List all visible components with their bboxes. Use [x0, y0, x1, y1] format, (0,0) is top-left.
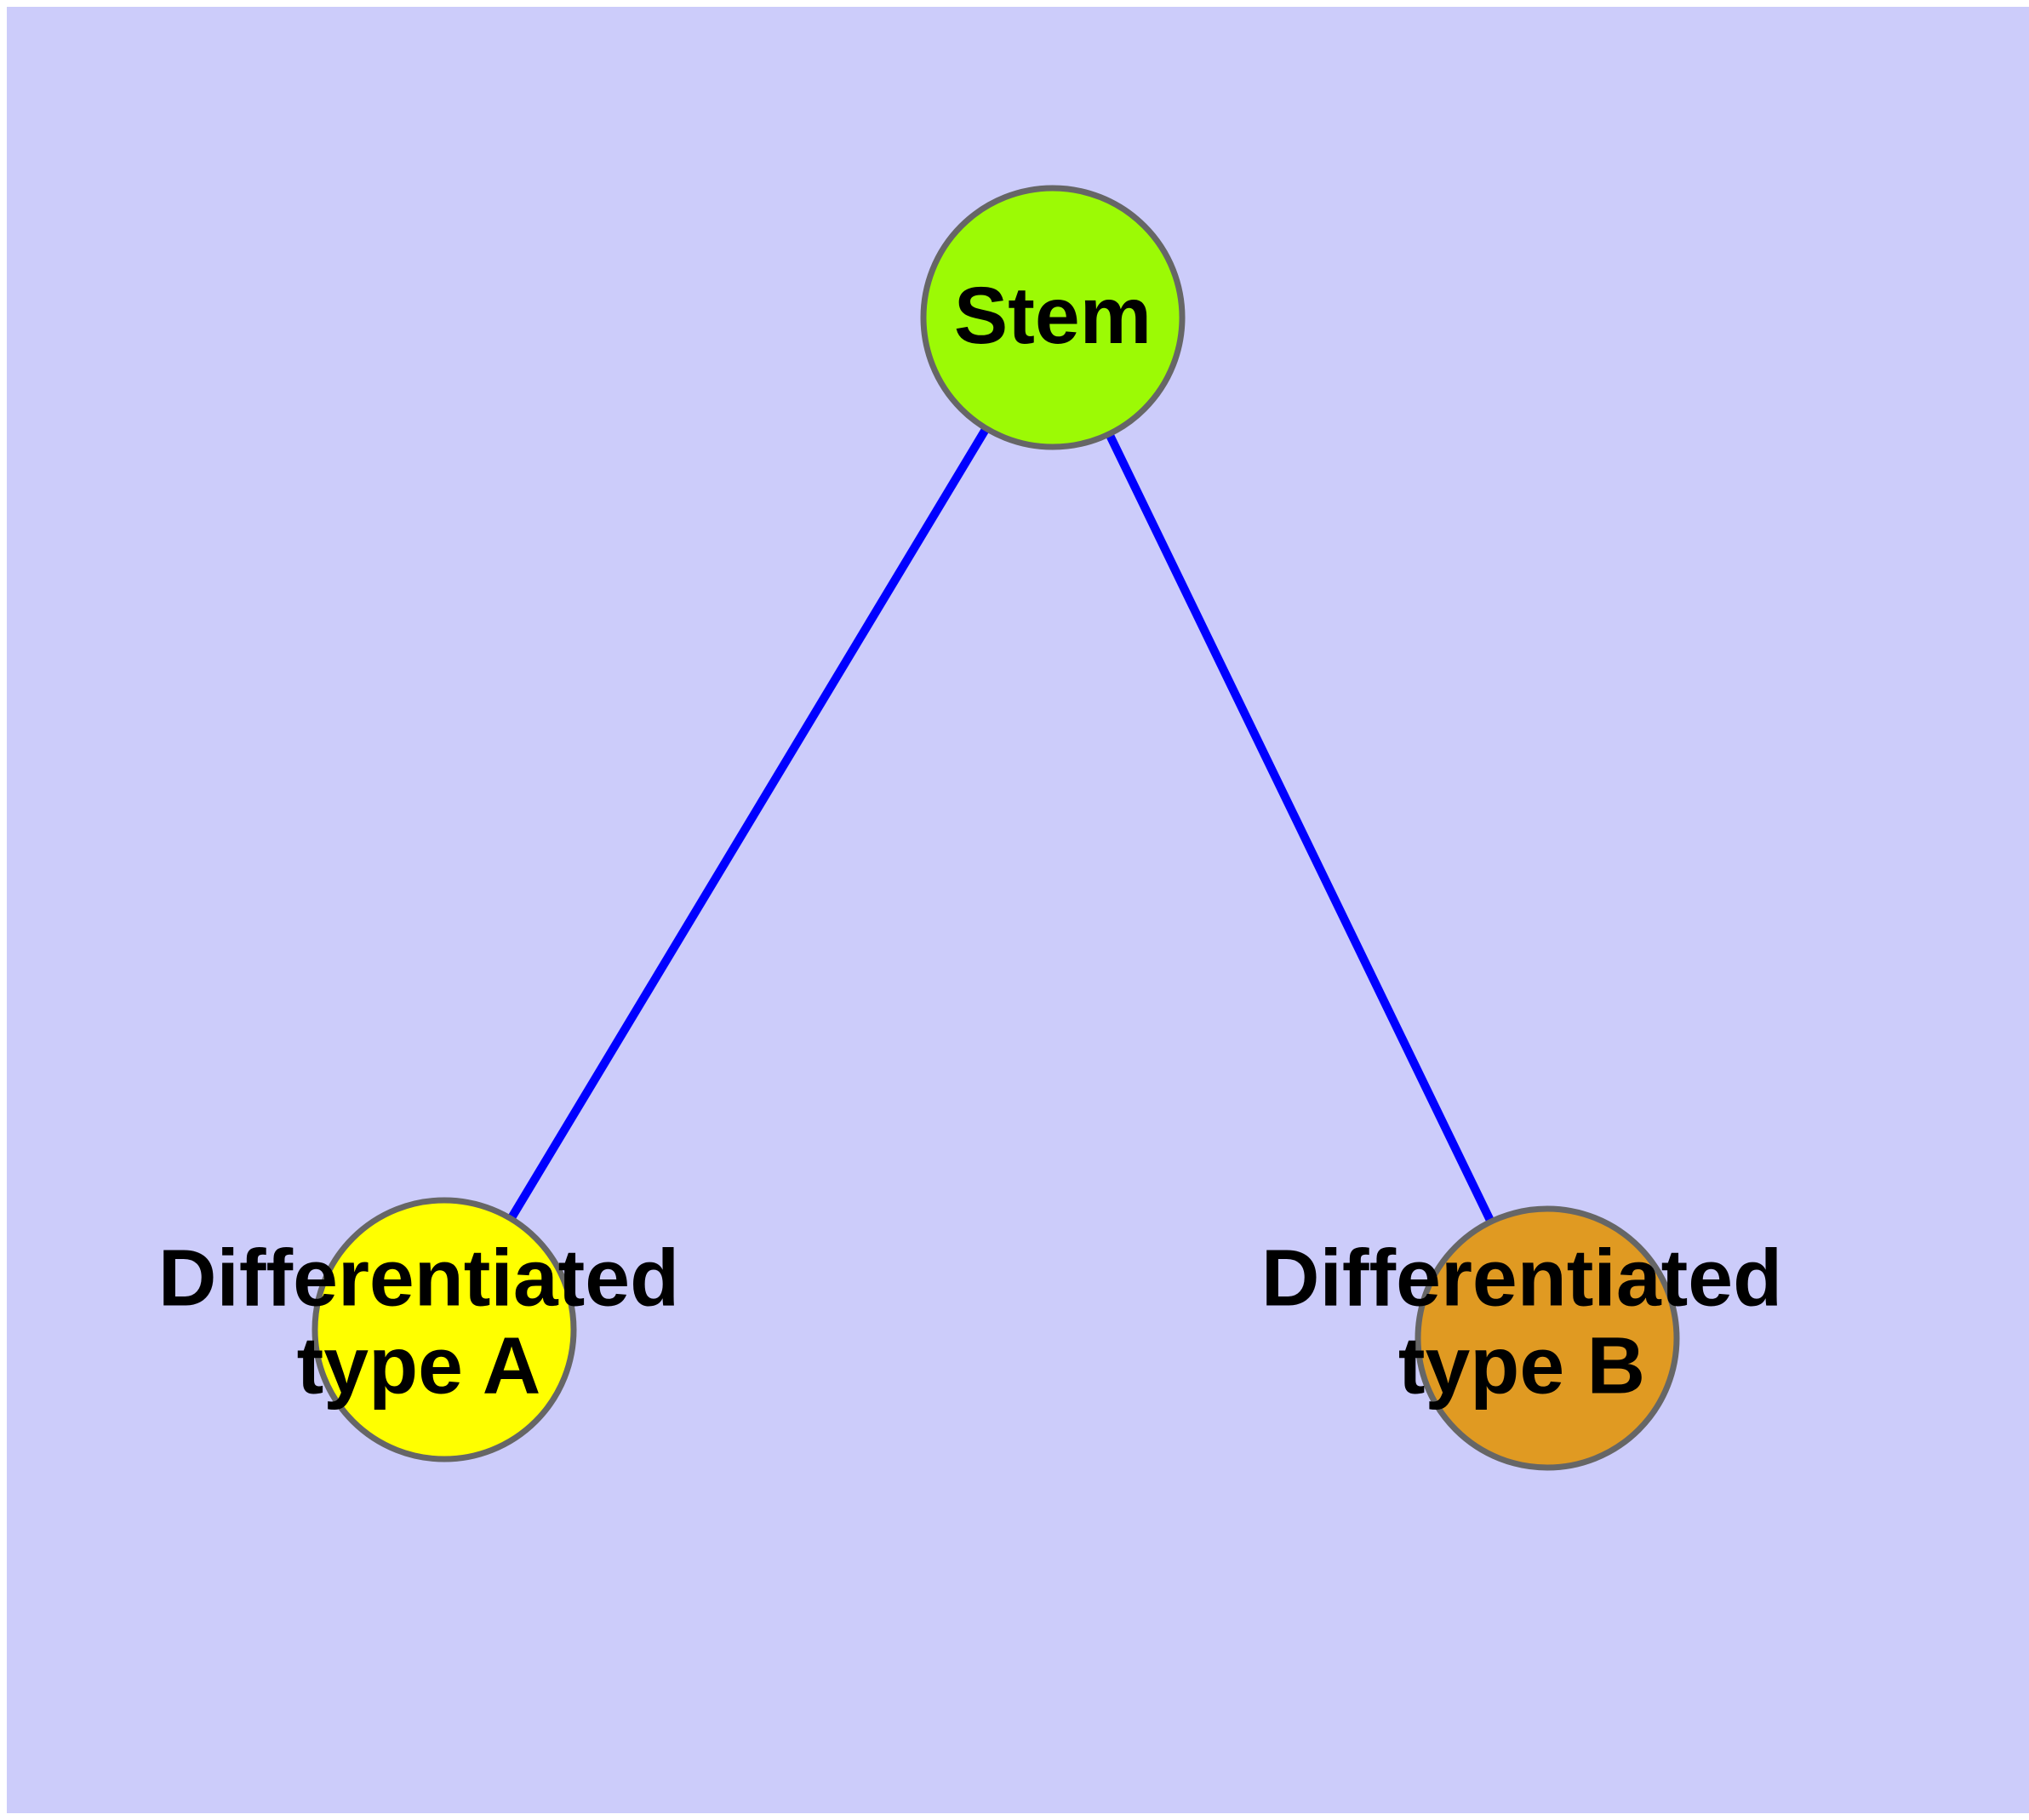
- edge-layer: [440, 315, 1552, 1341]
- node-differentiated-type-a-circle[interactable]: [311, 1197, 577, 1462]
- node-differentiated-type-b-circle[interactable]: [1415, 1205, 1680, 1471]
- edge-stem-to-diff-a[interactable]: [440, 315, 1057, 1332]
- edge-stem-to-diff-b[interactable]: [1049, 315, 1552, 1341]
- node-stem[interactable]: Stem: [920, 185, 1186, 450]
- node-stem-circle[interactable]: [920, 185, 1186, 450]
- node-stem-label: Stem: [954, 271, 1152, 361]
